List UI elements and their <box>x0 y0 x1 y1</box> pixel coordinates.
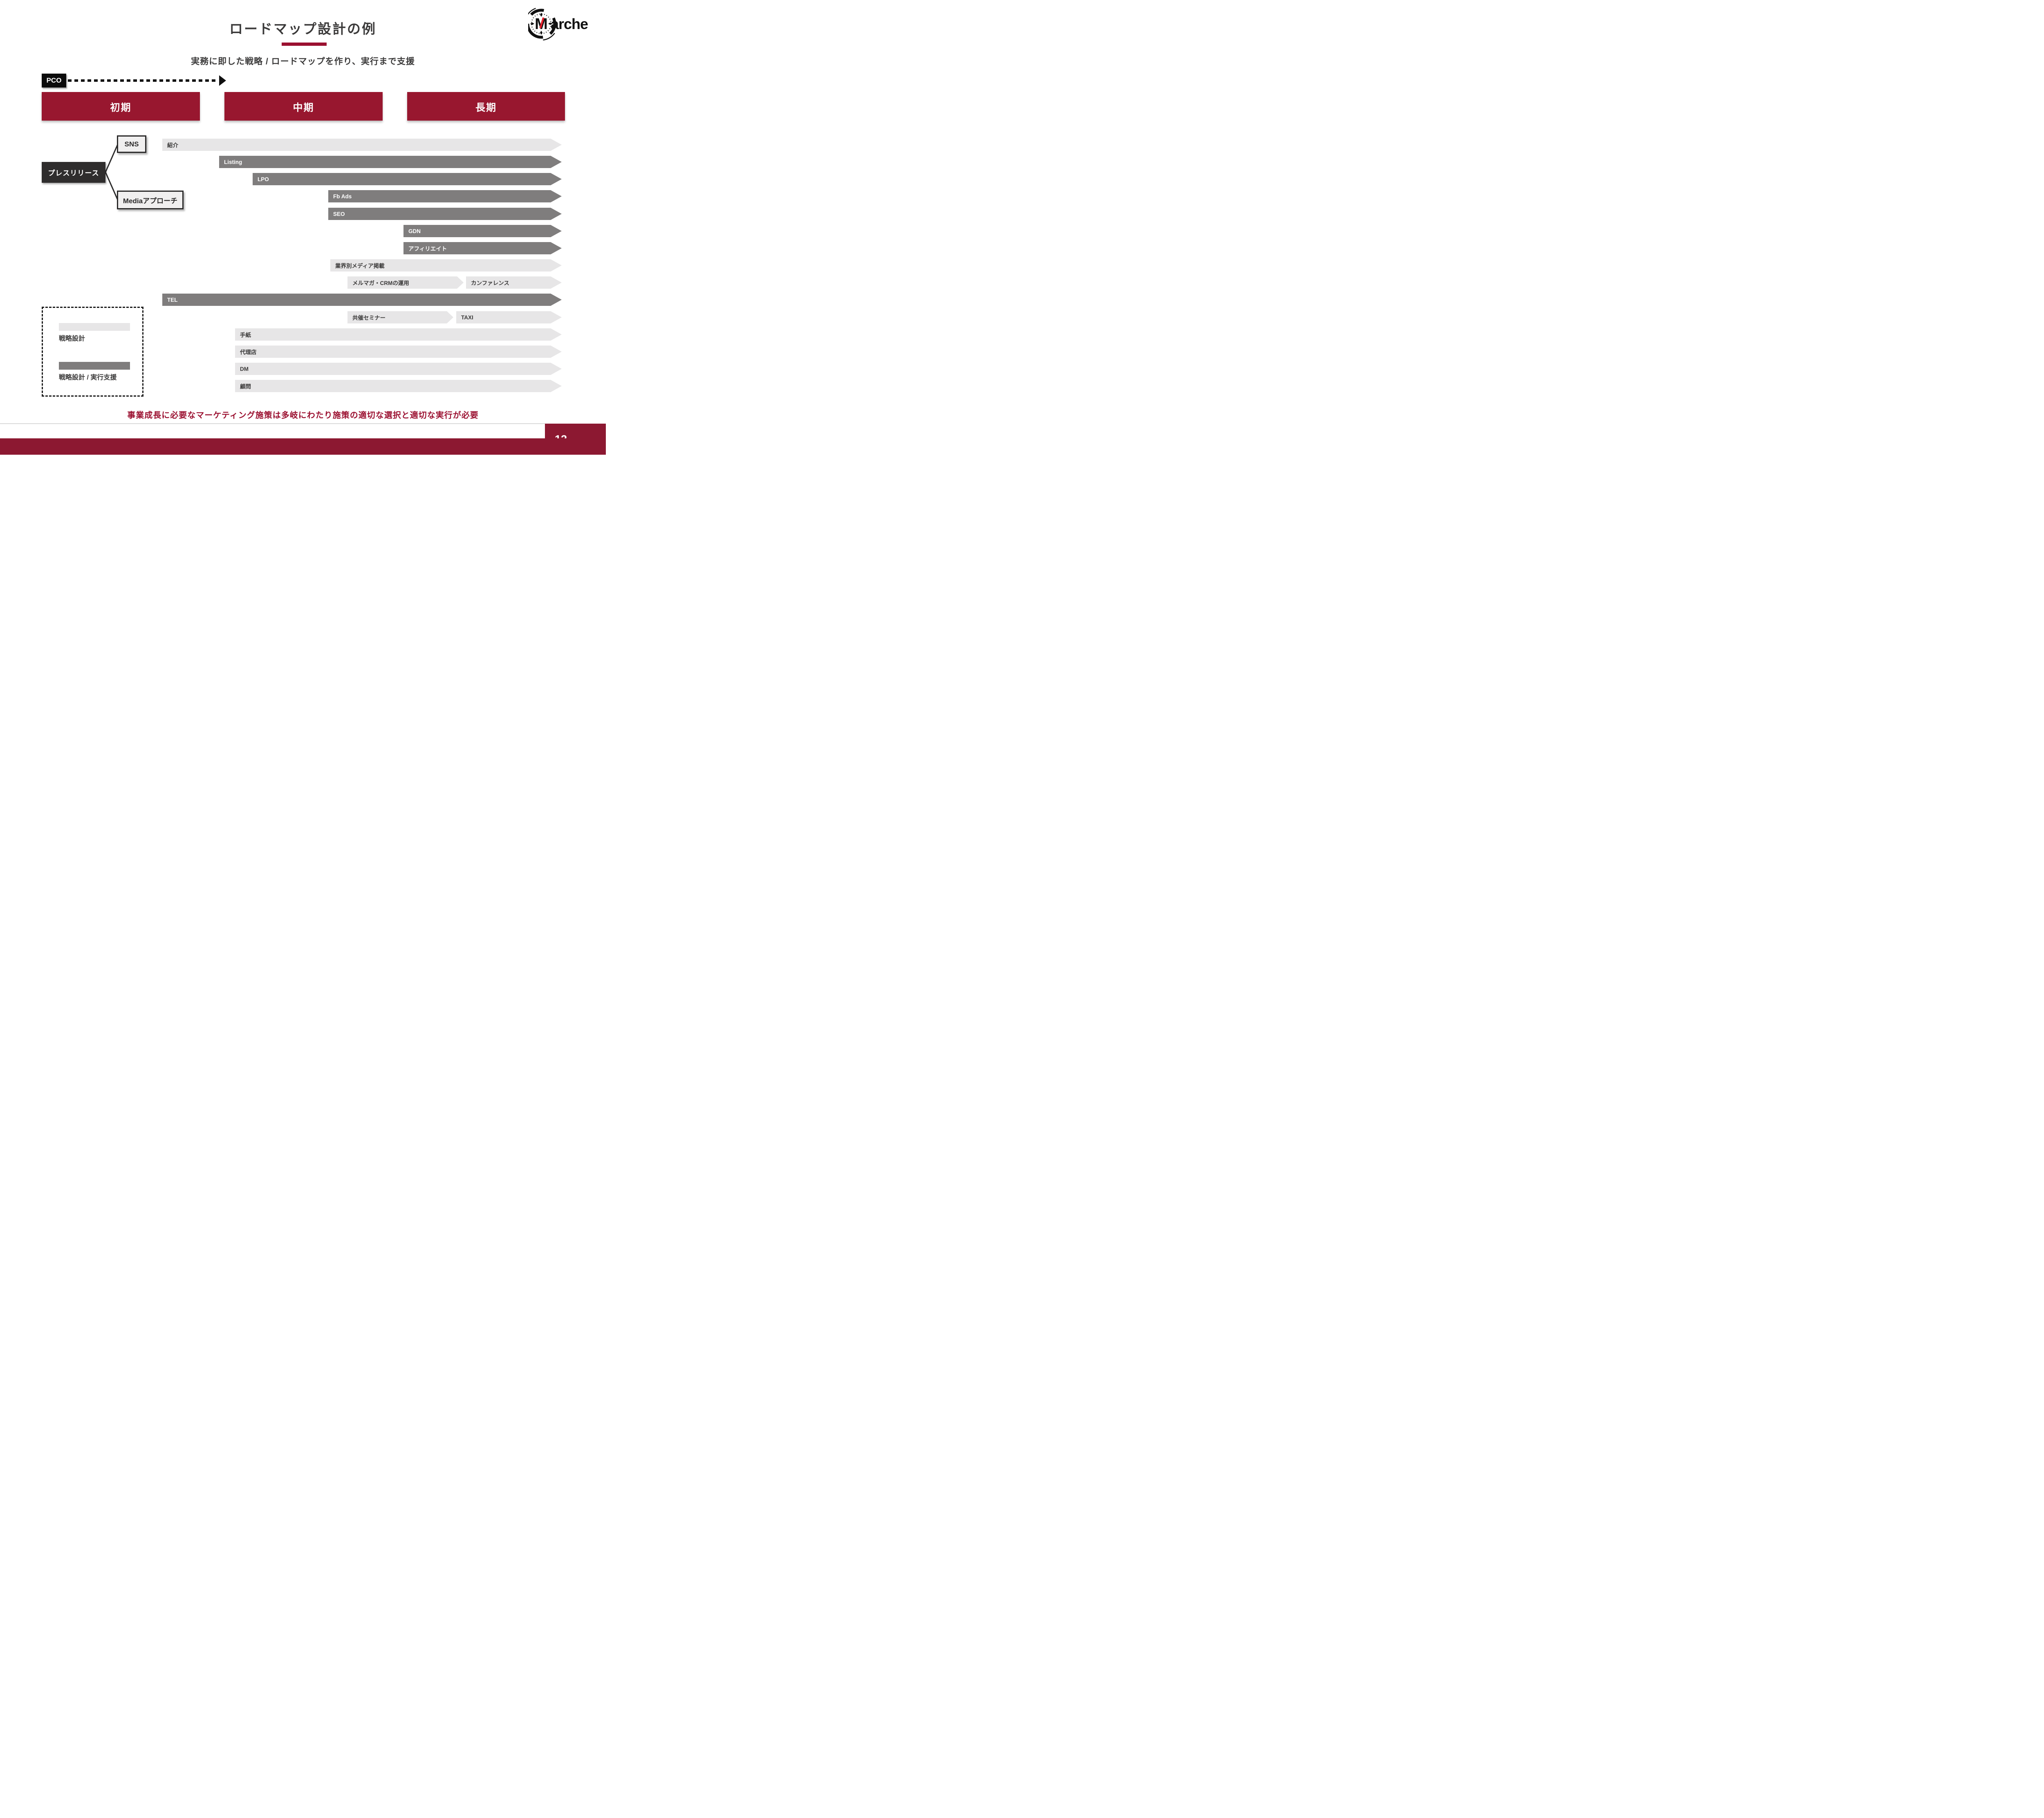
roadmap-bar: GDN <box>403 225 562 237</box>
legend-swatch-light <box>59 323 130 331</box>
roadmap-bar-label: メルマガ・CRMの運用 <box>352 280 409 286</box>
footer-divider <box>0 423 545 424</box>
compass-logo-icon: M arche <box>524 7 588 41</box>
legend-box: 戦略設計 戦略設計 / 実行支援 <box>42 307 143 397</box>
roadmap-bar: SEO <box>328 208 562 220</box>
roadmap-bar-label: 代理店 <box>240 349 257 355</box>
arrowhead-icon <box>219 75 226 86</box>
roadmap-bar: 代理店 <box>235 346 562 358</box>
pco-label: PCO <box>42 74 66 88</box>
logo-wordmark: arche <box>551 16 588 32</box>
roadmap-bar-label: 手紙 <box>240 332 251 338</box>
roadmap-bar-label: 共催セミナー <box>352 315 385 321</box>
legend-label-strategy-execution: 戦略設計 / 実行支援 <box>59 374 117 381</box>
roadmap-bar-label: LPO <box>258 176 269 182</box>
page-title: ロードマップ設計の例 <box>229 21 377 36</box>
roadmap-bar: DM <box>235 363 562 375</box>
roadmap-bar-label: アフィリエイト <box>408 246 447 252</box>
legend-swatch-dark <box>59 362 130 370</box>
roadmap-bar: 手紙 <box>235 328 562 341</box>
footer-message: 事業成長に必要なマーケティング施策は多岐にわたり施策の適切な選択と適切な実行が必… <box>127 411 479 420</box>
roadmap-bar: 紹介 <box>162 139 562 151</box>
roadmap-bar: Fb Ads <box>328 190 562 202</box>
roadmap-bar-label: Listing <box>224 159 242 165</box>
dashed-timeline-arrow <box>68 79 218 82</box>
roadmap-bar: アフィリエイト <box>403 242 562 254</box>
roadmap-bar-label: カンファレンス <box>471 280 509 286</box>
roadmap-bar-label: 紹介 <box>167 142 178 148</box>
phase-header-mid: 中期 <box>224 92 383 121</box>
roadmap-bar-label: 顧問 <box>240 384 251 390</box>
title-underline <box>282 43 327 46</box>
roadmap-bar-label: SEO <box>333 211 345 217</box>
roadmap-bar: メルマガ・CRMの運用 <box>347 276 464 289</box>
roadmap-bar-label: Fb Ads <box>333 193 352 200</box>
flow-box-press-release: プレスリリース <box>42 162 105 183</box>
page-subtitle: 実務に即した戦略 / ロードマップを作り、実行まで支援 <box>191 57 415 66</box>
phase-header-early: 初期 <box>42 92 200 121</box>
legend-label-strategy: 戦略設計 <box>59 335 85 342</box>
flow-box-media-approach: Mediaアプローチ <box>117 191 184 209</box>
roadmap-bar: Listing <box>219 156 562 168</box>
roadmap-bar: TAXI <box>456 311 562 323</box>
roadmap-bar-label: TAXI <box>461 314 473 321</box>
roadmap-bar: 共催セミナー <box>347 311 453 323</box>
roadmap-bar-label: GDN <box>408 228 421 234</box>
roadmap-bar: 顧問 <box>235 380 562 392</box>
flow-box-sns: SNS <box>117 135 146 153</box>
slide: ロードマップ設計の例 実務に即した戦略 / ロードマップを作り、実行まで支援 M… <box>0 0 606 455</box>
roadmap-bar-label: TEL <box>167 296 178 303</box>
brand-logo: M arche <box>524 3 589 44</box>
phase-header-late: 長期 <box>407 92 565 121</box>
footer-bar <box>0 438 606 455</box>
roadmap-bar: カンファレンス <box>466 276 562 289</box>
roadmap-bar-label: 業界別メディア掲載 <box>335 263 385 269</box>
roadmap-bar: LPO <box>253 173 562 185</box>
roadmap-bar: 業界別メディア掲載 <box>330 259 562 272</box>
roadmap-bar-label: DM <box>240 366 249 372</box>
roadmap-bar: TEL <box>162 294 562 306</box>
